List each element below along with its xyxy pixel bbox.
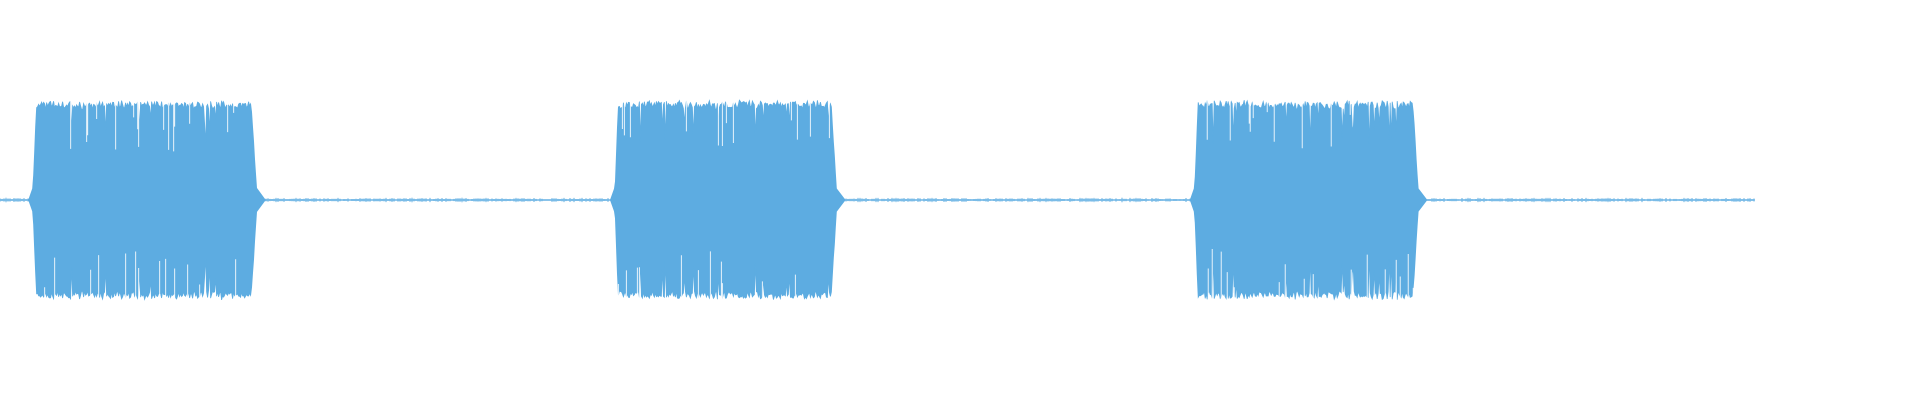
waveform-group [0, 99, 1755, 301]
waveform-burst-2-texture [617, 100, 830, 300]
waveform-burst-3-texture [1206, 100, 1414, 300]
waveform-noise [0, 197, 1755, 203]
waveform-burst-2 [609, 99, 846, 300]
waveform-burst-1 [28, 100, 266, 301]
waveform-burst-1-texture [44, 100, 237, 300]
waveform-burst-3 [1189, 99, 1428, 301]
